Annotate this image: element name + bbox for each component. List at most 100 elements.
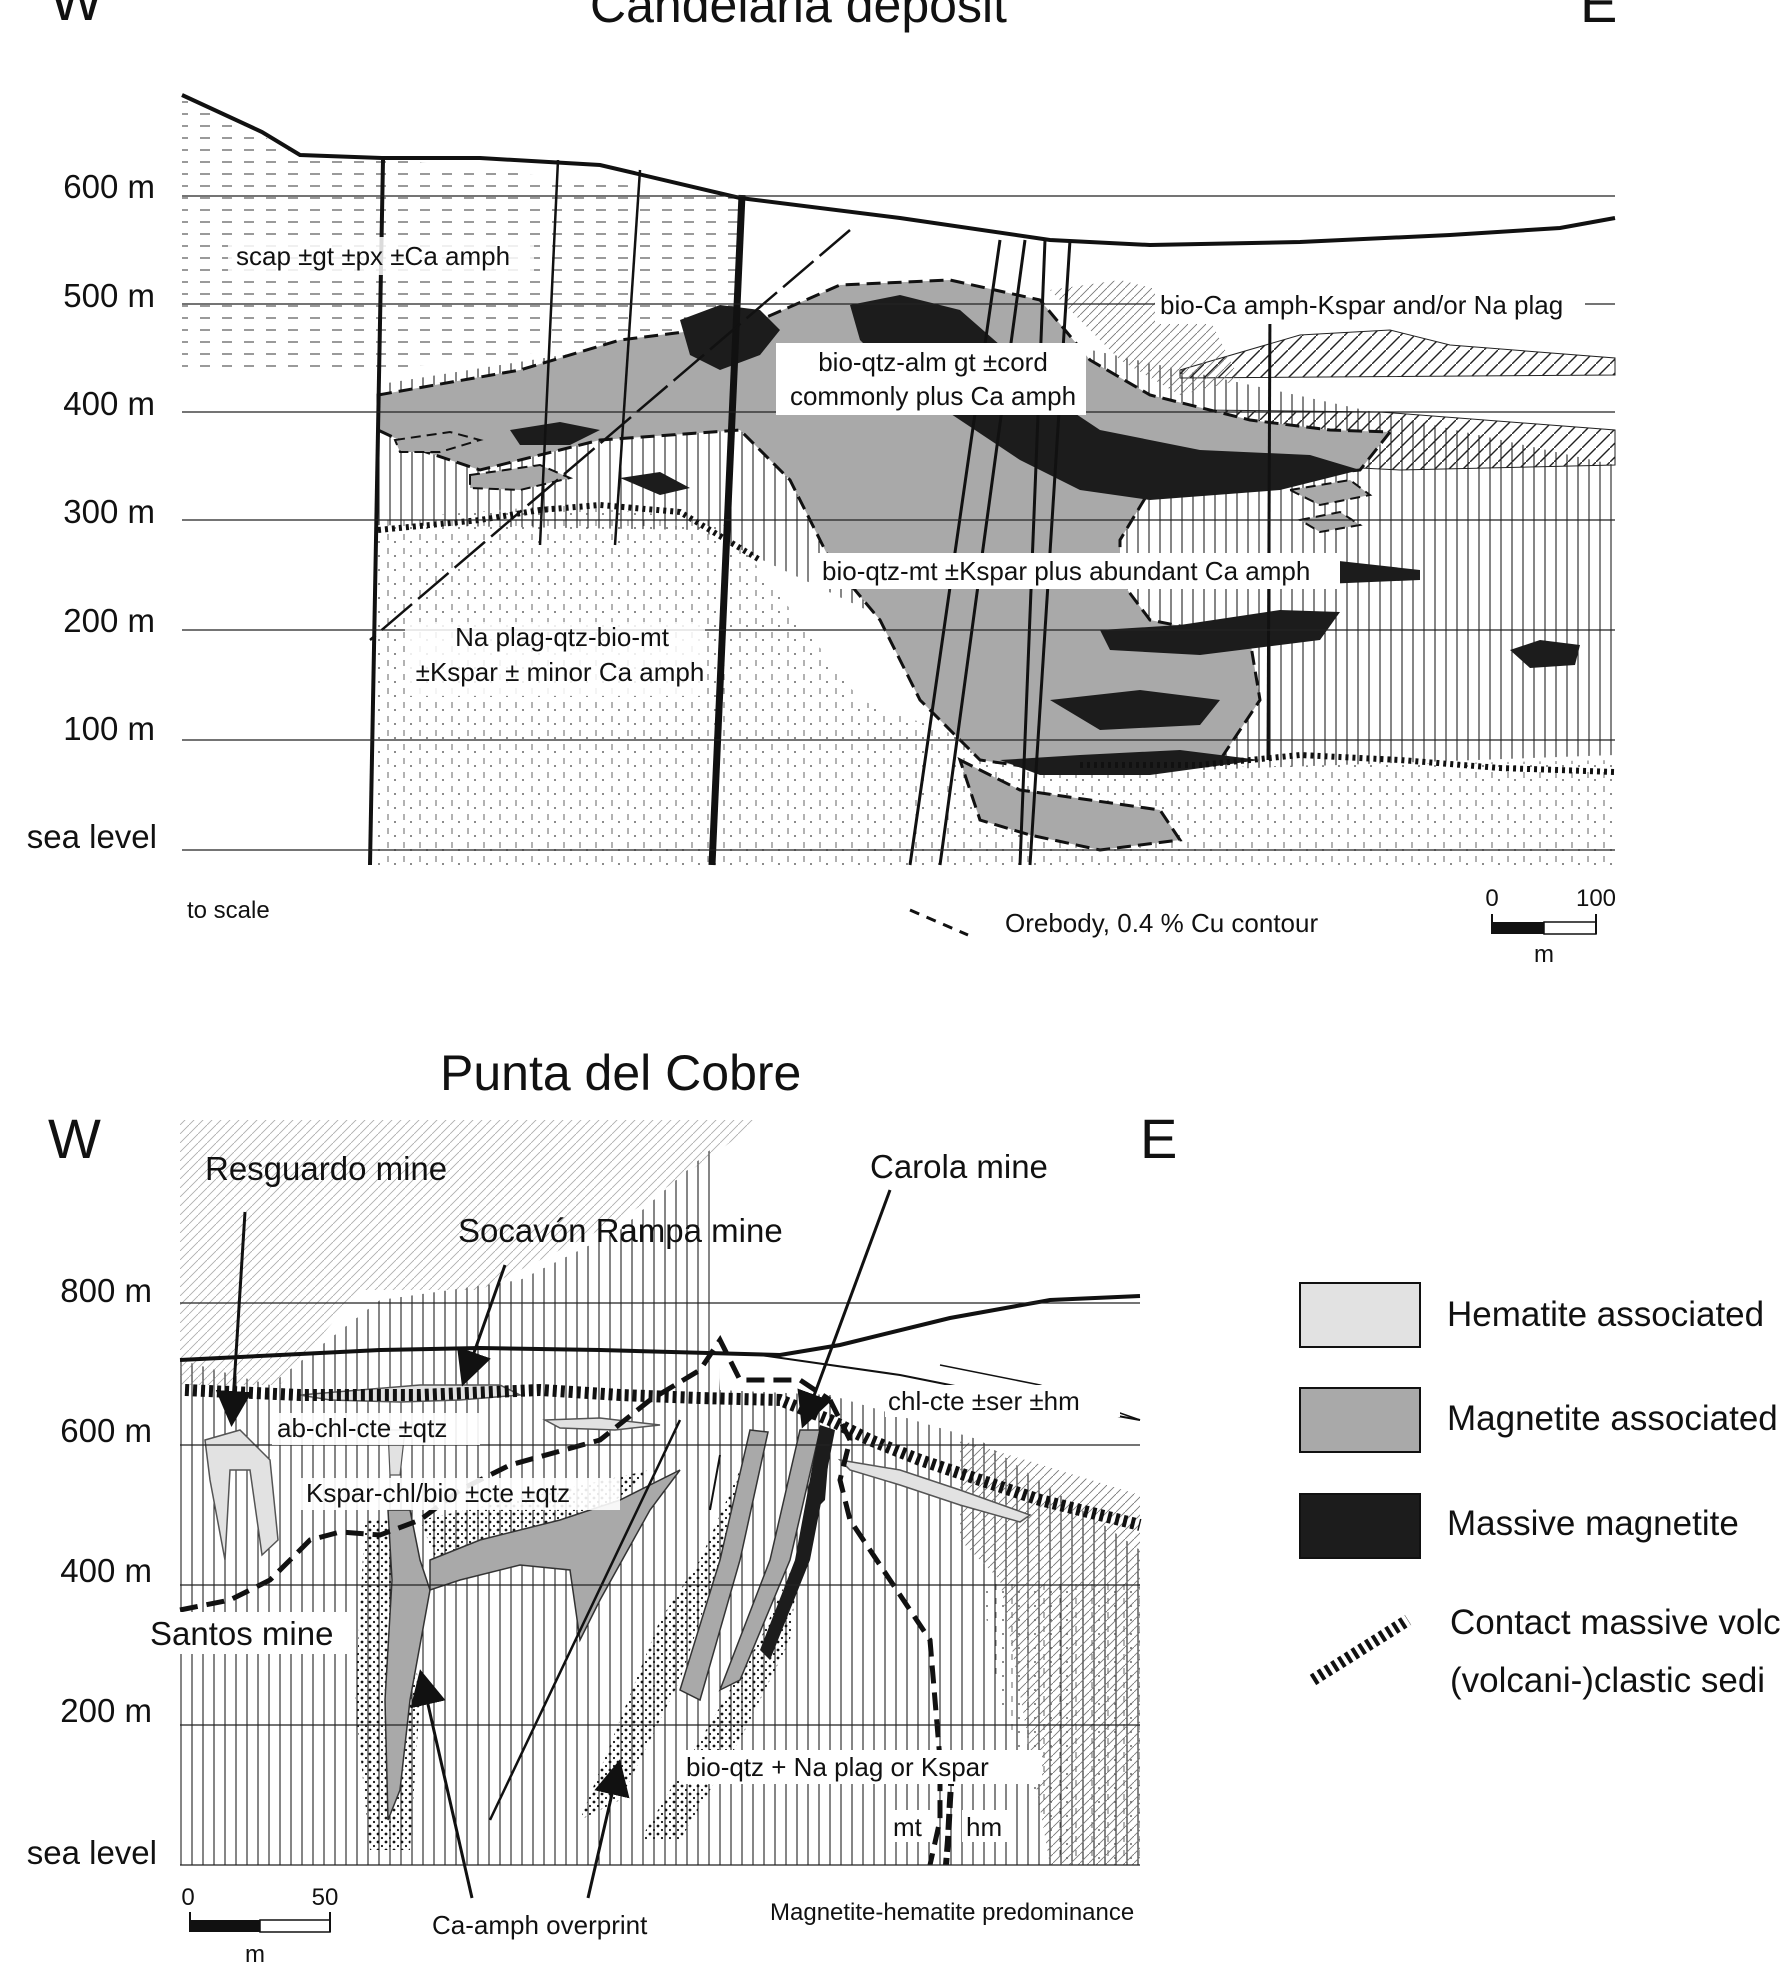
fault-9 (1266, 299, 1272, 761)
legend-swatch-hematite (1299, 1282, 1421, 1348)
scapolite-zone (182, 95, 740, 370)
stippled-halo-3 (580, 1470, 740, 1820)
arrow-resguardo (215, 1211, 252, 1427)
legend-label-contact-2: (volcani-)clastic sedi (1450, 1661, 1765, 1700)
candelaria-west-label: W (50, 0, 103, 32)
candelaria-title: Candelaria deposit (590, 0, 1007, 33)
legend: Hematite associated Magnetite associated… (1299, 1282, 1781, 1700)
legend-swatch-massive-magnetite (1299, 1493, 1421, 1559)
candelaria-east-label: E (1580, 0, 1617, 34)
elev-label-200: 200 m (63, 602, 155, 639)
punta-scale-unit: m (245, 1941, 265, 1968)
punta-cross-section (179, 1120, 1142, 1899)
massive-magnetite-band-3 (1100, 610, 1340, 655)
zone-label-kspar: Kspar-chl/bio ±cte ±qtz (306, 1478, 570, 1508)
elev-label-100: 100 m (63, 710, 155, 747)
ore-contour-east (827, 1398, 943, 1866)
magnetite-body-carola-1 (679, 1429, 769, 1702)
punta-elev-600: 600 m (60, 1412, 152, 1449)
zone-label-bio-ca-amph: bio-Ca amph-Kspar and/or Na plag (1160, 290, 1563, 320)
arrow-ca-amph-2 (586, 1759, 630, 1899)
zone-label-na-plag-2: ±Kspar ± minor Ca amph (416, 657, 705, 687)
mine-label-santos: Santos mine (150, 1615, 333, 1652)
massive-magnetite-top (680, 305, 780, 370)
elev-label-400: 400 m (63, 385, 155, 422)
legend-contact-symbol (1309, 1614, 1412, 1686)
zone-label-chl-cte: chl-cte ±ser ±hm (888, 1386, 1080, 1416)
scale-zero: 0 (1485, 885, 1498, 912)
elev-label-300: 300 m (63, 493, 155, 530)
punta-title: Punta del Cobre (440, 1045, 801, 1101)
massive-magnetite-lens-east (1510, 640, 1580, 668)
punta-scale-bar: 0 50 m (181, 1884, 338, 1968)
topography-line (181, 93, 1616, 248)
mine-label-resguardo: Resguardo mine (205, 1150, 447, 1187)
punta-elev-200: 200 m (60, 1692, 152, 1729)
mine-label-carola: Carola mine (870, 1148, 1048, 1185)
zone-label-bio-qtz-mt: bio-qtz-mt ±Kspar plus abundant Ca amph (822, 556, 1310, 586)
elev-label-500: 500 m (63, 277, 155, 314)
arrow-socavon (457, 1264, 507, 1387)
contact-line-top (377, 501, 762, 563)
punta-elev-800: 800 m (60, 1272, 152, 1309)
magnetite-associated-lens-west-1 (393, 430, 484, 453)
candelaria-scale-bar: 0 100 m (1485, 885, 1616, 968)
mine-label-socavon: Socavón Rampa mine (458, 1212, 783, 1249)
candelaria-elevation-axis: 600 m 500 m 400 m 300 m 200 m 100 m sea … (27, 168, 157, 855)
hematite-body-central (542, 1417, 661, 1431)
mt-hm-boundary (943, 1769, 955, 1866)
magnetite-associated-lens-west-2 (469, 463, 574, 492)
candelaria-cross-section (181, 93, 1616, 866)
legend-swatch-magnetite (1299, 1387, 1421, 1453)
elev-label-sea-level: sea level (27, 818, 157, 855)
arrow-ca-amph-1 (410, 1669, 474, 1899)
punta-fault-mid (709, 1454, 721, 1511)
magnetite-associated-lower-lobe (957, 757, 1183, 852)
punta-elev-400: 400 m (60, 1552, 152, 1589)
punta-elevation-axis: 800 m 600 m 400 m 200 m sea level (27, 1272, 157, 1871)
massive-magnetite-carola (760, 1425, 835, 1660)
na-plag-zone (375, 505, 1615, 865)
zone-label-hm: hm (966, 1812, 1002, 1842)
punta-fault-diagonal-1 (488, 1419, 682, 1821)
zone-label-bio-qtz: bio-qtz + Na plag or Kspar (686, 1752, 989, 1782)
hematite-body-carola (837, 1458, 1032, 1523)
fault-diagonal (369, 229, 851, 641)
elev-label-600: 600 m (63, 168, 155, 205)
zone-label-bio-qtz-alm-2: commonly plus Ca amph (790, 381, 1076, 411)
orebody-contour-symbol (909, 908, 969, 937)
punta-east-dots-zone (980, 1580, 1140, 1860)
zone-label-ab-chl: ab-chl-cte ±qtz (277, 1413, 447, 1443)
massive-magnetite-lens-west-2 (620, 472, 690, 495)
zone-label-bio-qtz-alm-1: bio-qtz-alm gt ±cord (818, 347, 1048, 377)
to-scale-note: to scale (187, 897, 270, 924)
zone-label-na-plag-1: Na plag-qtz-bio-mt (455, 622, 670, 652)
fault-3 (613, 169, 642, 546)
ca-amph-overprint-label: Ca-amph overprint (432, 1910, 648, 1940)
fault-1 (368, 159, 385, 866)
magnetite-body-kspar (429, 1469, 681, 1643)
diagonal-hatch-band-upper (1179, 329, 1616, 379)
arrow-carola (797, 1189, 892, 1429)
scale-unit: m (1534, 941, 1554, 968)
punta-scale-zero: 0 (181, 1884, 194, 1911)
scale-max: 100 (1576, 885, 1616, 912)
candelaria-section: W E Candelaria deposit (27, 0, 1618, 968)
ore-contour-west (179, 1335, 832, 1613)
orebody-contour-label: Orebody, 0.4 % Cu contour (1005, 908, 1318, 938)
zone-label-scap: scap ±gt ±px ±Ca amph (236, 241, 510, 271)
fault-4 (708, 194, 746, 866)
contact-line-bottom (1080, 751, 1616, 775)
zone-label-mt: mt (893, 1812, 923, 1842)
punta-elev-sea-level: sea level (27, 1834, 157, 1871)
massive-magnetite-lens-west-1 (510, 422, 600, 445)
fault-2 (538, 159, 560, 546)
predominance-label: Magnetite-hematite predominance (770, 1899, 1134, 1926)
legend-label-magnetite: Magnetite associated (1447, 1399, 1778, 1438)
punta-upper-dashed-zone (180, 1120, 760, 1385)
magnetite-body-santos (384, 1509, 431, 1821)
punta-scale-max: 50 (312, 1884, 339, 1911)
punta-east-label: E (1140, 1107, 1177, 1170)
punta-topography (179, 1294, 1141, 1362)
massive-magnetite-band-4 (1050, 690, 1220, 730)
